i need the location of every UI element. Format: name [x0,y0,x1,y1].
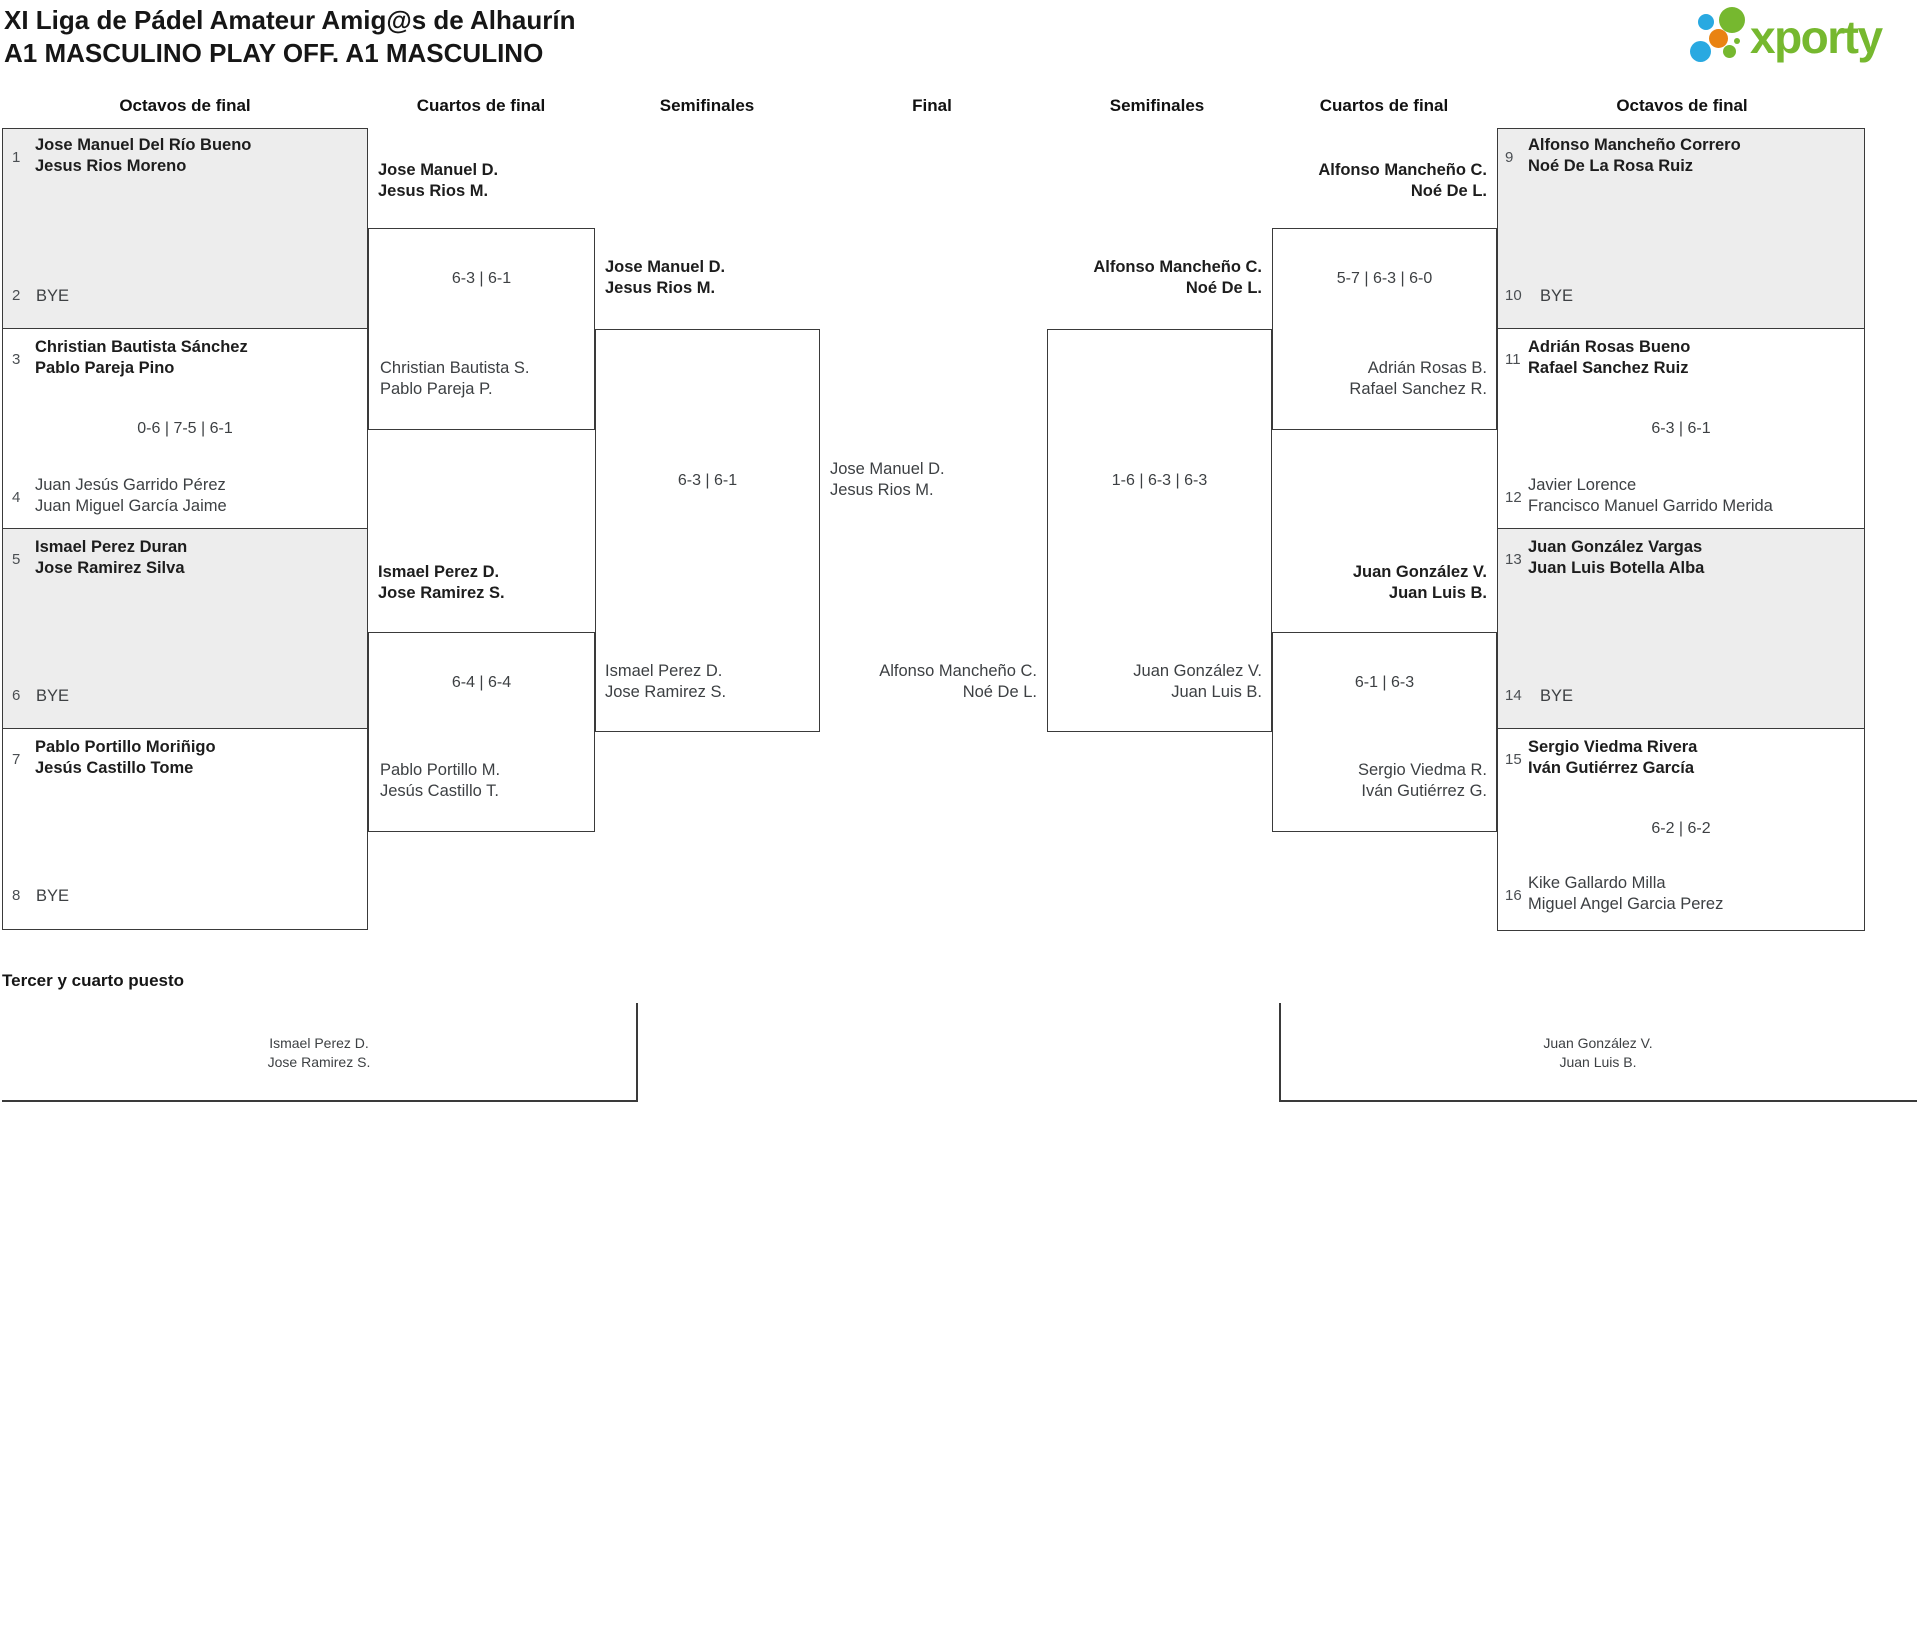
qf-right-2-winner: Juan González V. Juan Luis B. [1352,563,1487,602]
match-box-qf-left-2 [368,632,595,832]
seed-number: 13 [1505,551,1522,568]
qf-left-1-loser: Christian Bautista S. Pablo Pareja P. [380,359,530,398]
sf-right-loser: Juan González V. Juan Luis B. [1133,662,1262,701]
match-score: 6-1 | 6-3 [1354,674,1415,691]
match-box-r16-1-2 [2,128,368,330]
match-box-qf-left-1 [368,228,595,430]
logo-dot-green-large-icon [1719,7,1745,33]
match-box-r16-7-8 [2,728,368,930]
logo-dot-green-tiny-icon [1734,38,1740,44]
match-score: 1-6 | 6-3 | 6-3 [1111,472,1208,489]
team-entry-seed4: Juan Jesús Garrido Pérez Juan Miguel Gar… [35,476,227,515]
qf-right-2-loser: Sergio Viedma R. Iván Gutiérrez G. [1357,761,1487,800]
match-score: 6-3 | 6-1 [1651,420,1711,437]
match-score: 0-6 | 7-5 | 6-1 [137,420,233,437]
team-entry-seed12: Javier Lorence Francisco Manuel Garrido … [1528,476,1773,515]
match-box-r16-15-16 [1497,728,1865,931]
team-entry-seed10-bye: BYE [1540,287,1574,305]
seed-number: 16 [1505,887,1522,904]
seed-number: 4 [12,489,21,506]
match-box-r16-5-6 [2,528,368,730]
seed-number: 9 [1505,149,1514,166]
seed-number: 1 [12,149,21,166]
match-box-sf-right [1047,329,1272,732]
team-entry-seed16: Kike Gallardo Milla Miguel Angel Garcia … [1528,874,1724,913]
third-place-team2: Juan González V. Juan Luis B. [1543,1035,1653,1070]
sf-left-winner: Jose Manuel D. Jesus Rios M. [605,258,726,297]
seed-number: 7 [12,751,21,768]
third-place-connector-right-horizontal [1279,1100,1917,1102]
logo-dot-green-small-icon [1723,45,1736,58]
page-title: XI Liga de Pádel Amateur Amig@s de Alhau… [4,5,576,35]
third-place-connector-right-vertical [1279,1003,1281,1102]
logo-wordmark: xporty [1750,11,1883,63]
third-place-connector-left-vertical [636,1003,638,1102]
logo-dot-blue-bottom-icon [1690,41,1711,62]
seed-number: 5 [12,551,21,568]
team-entry-seed8-bye: BYE [36,887,70,905]
final-team1: Jose Manuel D. Jesus Rios M. [830,460,945,499]
match-score: 5-7 | 6-3 | 6-0 [1336,270,1433,287]
match-box-r16-9-10 [1497,128,1865,330]
round-header-cuartos-right: Cuartos de final [1319,96,1449,115]
seed-number: 8 [12,887,21,904]
qf-left-2-loser: Pablo Portillo M. Jesús Castillo T. [380,761,501,800]
seed-number: 12 [1505,489,1522,506]
seed-number: 2 [12,287,21,304]
team-entry-seed3: Christian Bautista Sánchez Pablo Pareja … [35,338,248,377]
team-entry-seed15: Sergio Viedma Rivera Iván Gutiérrez Garc… [1528,738,1698,777]
page-subtitle: A1 MASCULINO PLAY OFF. A1 MASCULINO [4,38,544,68]
team-entry-seed11: Adrián Rosas Bueno Rafael Sanchez Ruiz [1528,338,1691,377]
match-box-r16-3-4 [2,328,368,530]
round-header-semis-right: Semifinales [1109,96,1205,115]
logo-dot-blue-top-icon [1698,14,1714,30]
seed-number: 15 [1505,751,1522,768]
qf-right-1-winner: Alfonso Mancheño C. Noé De L. [1318,161,1487,200]
seed-number: 10 [1505,287,1522,304]
qf-left-2-winner: Ismael Perez D. Jose Ramirez S. [378,563,505,602]
team-entry-seed7: Pablo Portillo Moriñigo Jesús Castillo T… [35,738,216,777]
seed-number: 6 [12,687,21,704]
team-entry-seed2-bye: BYE [36,287,70,305]
seed-number: 3 [12,351,21,368]
match-score: 6-3 | 6-1 [451,270,512,287]
match-score: 6-4 | 6-4 [451,674,512,691]
team-entry-seed9: Alfonso Mancheño Correro Noé De La Rosa … [1528,136,1741,175]
sf-right-winner: Alfonso Mancheño C. Noé De L. [1093,258,1262,297]
match-box-r16-11-12 [1497,328,1865,530]
round-header-semis-left: Semifinales [659,96,755,115]
team-entry-seed6-bye: BYE [36,687,70,705]
match-score: 6-3 | 6-1 [677,472,738,489]
round-header-octavos-left: Octavos de final [119,96,251,115]
round-header-octavos-right: Octavos de final [1616,96,1748,115]
team-entry-seed5: Ismael Perez Duran Jose Ramirez Silva [35,538,188,577]
qf-left-1-winner: Jose Manuel D. Jesus Rios M. [378,161,499,200]
match-box-qf-right-1 [1272,228,1497,430]
sf-left-loser: Ismael Perez D. Jose Ramirez S. [605,662,727,701]
third-place-title: Tercer y cuarto puesto [2,971,185,990]
match-box-qf-right-2 [1272,632,1497,832]
match-box-r16-13-14 [1497,528,1865,730]
third-place-team1: Ismael Perez D. Jose Ramirez S. [267,1035,371,1070]
team-entry-seed13: Juan González Vargas Juan Luis Botella A… [1528,538,1705,577]
third-place-connector-left-horizontal [2,1100,638,1102]
team-entry-seed14-bye: BYE [1540,687,1574,705]
match-score: 6-2 | 6-2 [1651,820,1711,837]
seed-number: 11 [1505,351,1521,368]
final-team2: Alfonso Mancheño C. Noé De L. [879,662,1037,701]
team-entry-seed1: Jose Manuel Del Río Bueno Jesus Rios Mor… [35,136,252,175]
round-header-final: Final [912,96,952,115]
seed-number: 14 [1505,687,1522,704]
round-header-cuartos-left: Cuartos de final [416,96,546,115]
logo-dot-orange-icon [1709,29,1728,48]
qf-right-1-loser: Adrián Rosas B. Rafael Sanchez R. [1349,359,1487,398]
match-box-sf-left [595,329,820,732]
